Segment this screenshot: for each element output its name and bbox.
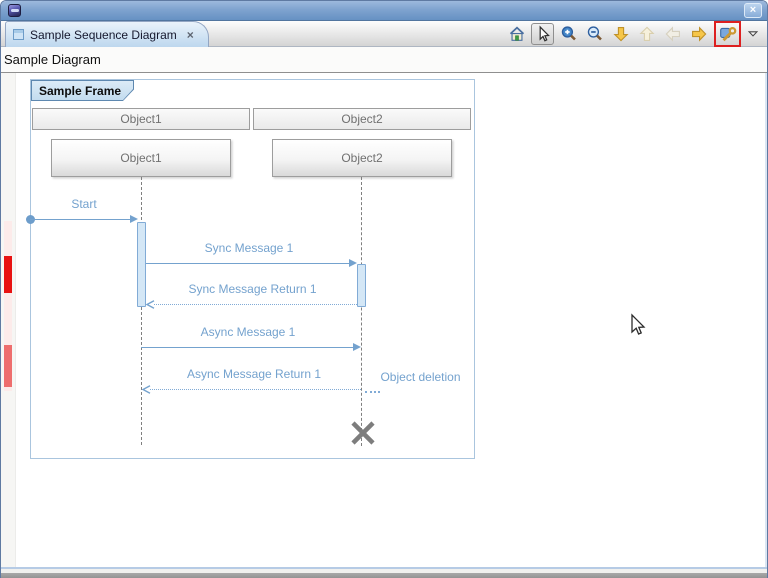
arrowhead-sync-return1 xyxy=(146,300,155,309)
diagram-editor-icon xyxy=(13,29,24,40)
cursor-select-icon xyxy=(539,25,550,42)
diagram-canvas[interactable]: Sample Frame Object1 Object2 Object1 Obj… xyxy=(1,73,767,567)
scroll-up-button[interactable] xyxy=(635,23,658,45)
message-label-sync1[interactable]: Sync Message 1 xyxy=(204,241,294,255)
message-line-sync-return1[interactable] xyxy=(154,304,357,305)
message-line-start[interactable] xyxy=(30,219,130,220)
window-bottom-border xyxy=(1,567,767,578)
properties-tool-icon xyxy=(719,27,736,42)
nav-forward-button[interactable] xyxy=(687,23,710,45)
frame-label: Sample Frame xyxy=(32,81,133,100)
toolbar-highlight-annotation xyxy=(714,21,741,47)
message-line-sync1[interactable] xyxy=(146,263,350,264)
diagram-toolbar xyxy=(505,21,761,47)
message-label-async1[interactable]: Async Message 1 xyxy=(200,325,296,339)
breadcrumb: Sample Diagram xyxy=(1,47,767,73)
lifeline-object1[interactable] xyxy=(141,177,142,445)
message-label-async-return1[interactable]: Async Message Return 1 xyxy=(186,367,322,381)
marker-ruler-track xyxy=(4,221,12,391)
arrow-down-icon xyxy=(612,27,629,42)
view-menu-button[interactable] xyxy=(745,23,761,45)
tab-sample-sequence-diagram[interactable]: Sample Sequence Diagram × xyxy=(5,21,209,47)
message-label-start[interactable]: Start xyxy=(71,197,97,211)
editor-tab-bar: Sample Sequence Diagram × xyxy=(1,21,767,47)
chevron-down-icon xyxy=(747,31,759,37)
activation-bar-object2[interactable] xyxy=(357,264,366,307)
window-close-button[interactable]: × xyxy=(744,3,762,18)
scroll-down-button[interactable] xyxy=(609,23,632,45)
object-deletion-dots xyxy=(365,391,380,393)
participant-header-object1[interactable]: Object1 xyxy=(32,108,250,130)
properties-tool-button[interactable] xyxy=(716,23,739,45)
arrowhead-start xyxy=(130,215,138,223)
frame-label-tab[interactable]: Sample Frame xyxy=(31,80,134,101)
activation-bar-object1[interactable] xyxy=(137,222,146,307)
lifeline-object2[interactable] xyxy=(361,177,362,446)
participant-header-object2[interactable]: Object2 xyxy=(253,108,471,130)
nav-back-button[interactable] xyxy=(661,23,684,45)
participant-box-object1[interactable]: Object1 xyxy=(51,139,231,177)
destroy-x-icon[interactable] xyxy=(349,419,377,447)
window-titlebar[interactable]: × xyxy=(1,1,767,21)
marker-red-solid[interactable] xyxy=(4,256,12,293)
arrow-right-icon xyxy=(691,26,706,42)
home-button[interactable] xyxy=(505,23,528,45)
select-tool-button[interactable] xyxy=(531,23,554,45)
tab-title: Sample Sequence Diagram xyxy=(30,27,177,42)
message-line-async-return1[interactable] xyxy=(150,389,361,390)
zoom-in-icon xyxy=(561,26,576,41)
object-deletion-label[interactable]: Object deletion xyxy=(380,370,461,384)
marker-red-light[interactable] xyxy=(4,345,12,387)
zoom-out-button[interactable] xyxy=(583,23,606,45)
sequence-frame[interactable] xyxy=(30,79,475,459)
message-label-sync-return1[interactable]: Sync Message Return 1 xyxy=(188,282,317,296)
message-line-async1[interactable] xyxy=(141,347,353,348)
arrow-left-icon xyxy=(665,26,680,42)
zoom-in-button[interactable] xyxy=(557,23,580,45)
arrow-up-icon xyxy=(638,26,655,41)
tab-close-icon[interactable]: × xyxy=(186,27,194,42)
zoom-out-icon xyxy=(587,26,602,41)
arrowhead-sync1 xyxy=(349,259,357,267)
participant-box-object2[interactable]: Object2 xyxy=(272,139,452,177)
home-icon xyxy=(509,26,524,41)
mouse-cursor xyxy=(631,313,646,335)
eclipse-logo-icon xyxy=(8,4,21,17)
arrowhead-async1 xyxy=(353,343,361,351)
arrowhead-async-return1 xyxy=(142,385,151,394)
